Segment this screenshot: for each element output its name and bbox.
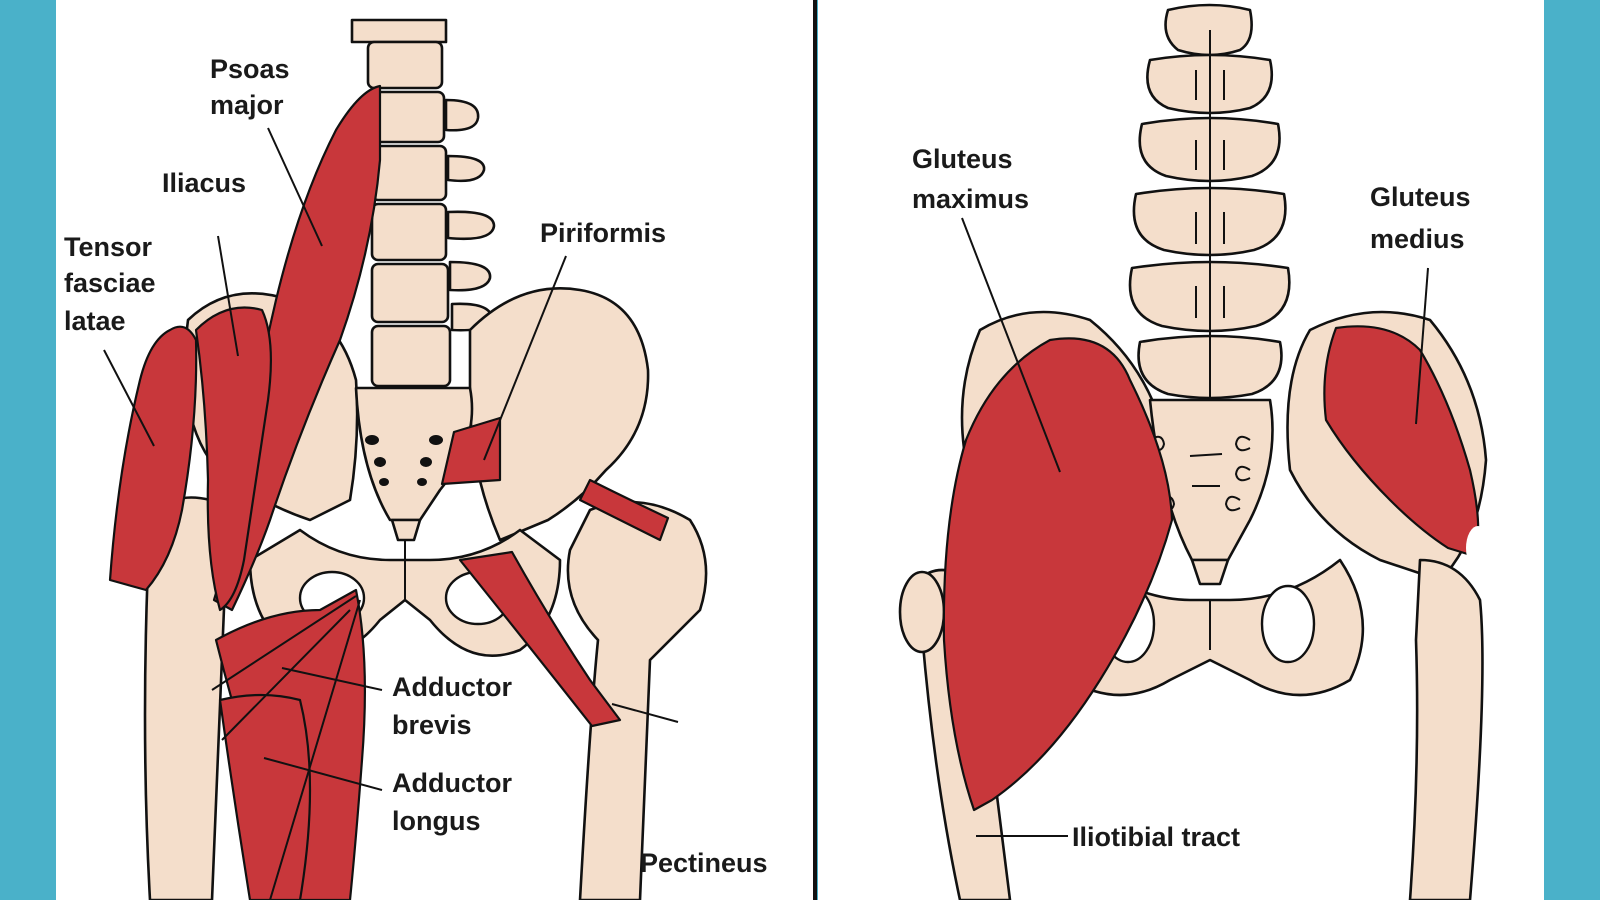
anterior-labels: Psoas major Iliacus Tensor fasciae latae… (64, 54, 768, 878)
leader-adductor-brevis (281, 667, 383, 691)
posterior-leader-lines (961, 217, 1429, 837)
label-tensor-line1: Tensor (64, 232, 153, 262)
label-psoas-major-line1: Psoas (210, 54, 290, 84)
piriformis-muscle (440, 416, 502, 486)
iliacus-muscle (194, 306, 272, 612)
leader-iliacus (217, 235, 239, 357)
leader-piriformis (483, 255, 567, 461)
label-gluteus-medius-line1: Gluteus (1370, 182, 1471, 212)
anterior-leader-lines (103, 127, 679, 791)
leader-tensor (103, 349, 155, 447)
gluteus-maximus-muscle (942, 337, 1174, 812)
label-iliotibial-tract: Iliotibial tract (1072, 822, 1240, 852)
posterior-labels: Gluteus maximus Gluteus medius Iliotibia… (912, 144, 1471, 852)
posterior-muscles (942, 325, 1490, 812)
lumbar-spine-posterior (1128, 3, 1291, 400)
panel-divider (813, 0, 817, 900)
leader-gluteus-maximus (961, 217, 1061, 473)
label-adductor-brevis-line2: brevis (392, 710, 472, 740)
anterior-muscles (108, 84, 670, 900)
label-piriformis: Piriformis (540, 218, 666, 248)
posterior-view: Gluteus maximus Gluteus medius Iliotibia… (898, 3, 1490, 900)
leader-adductor-longus (263, 757, 383, 791)
label-gluteus-maximus-line1: Gluteus (912, 144, 1013, 174)
label-iliacus: Iliacus (162, 168, 246, 198)
label-gluteus-maximus-line2: maximus (912, 184, 1029, 214)
label-pectineus: Pectineus (640, 848, 768, 878)
leader-gluteus-medius (1415, 267, 1429, 425)
label-tensor-line3: latae (64, 306, 126, 336)
label-adductor-longus-line1: Adductor (392, 768, 512, 798)
anterior-view: Psoas major Iliacus Tensor fasciae latae… (64, 18, 768, 900)
tensor-fasciae-latae-muscle (108, 325, 198, 592)
femurs-anterior (143, 496, 708, 900)
femur-tubercle (1466, 526, 1490, 570)
label-psoas-major-line2: major (210, 90, 284, 120)
label-adductor-brevis-line1: Adductor (392, 672, 512, 702)
leader-pectineus (611, 703, 679, 723)
label-tensor-line2: fasciae (64, 268, 156, 298)
label-adductor-longus-line2: longus (392, 806, 481, 836)
leader-psoas (267, 127, 323, 247)
label-gluteus-medius-line2: medius (1370, 224, 1465, 254)
upper-gluteal-band (578, 478, 670, 542)
adductor-longus-muscle (218, 693, 312, 900)
pectineus-muscle (458, 550, 622, 728)
